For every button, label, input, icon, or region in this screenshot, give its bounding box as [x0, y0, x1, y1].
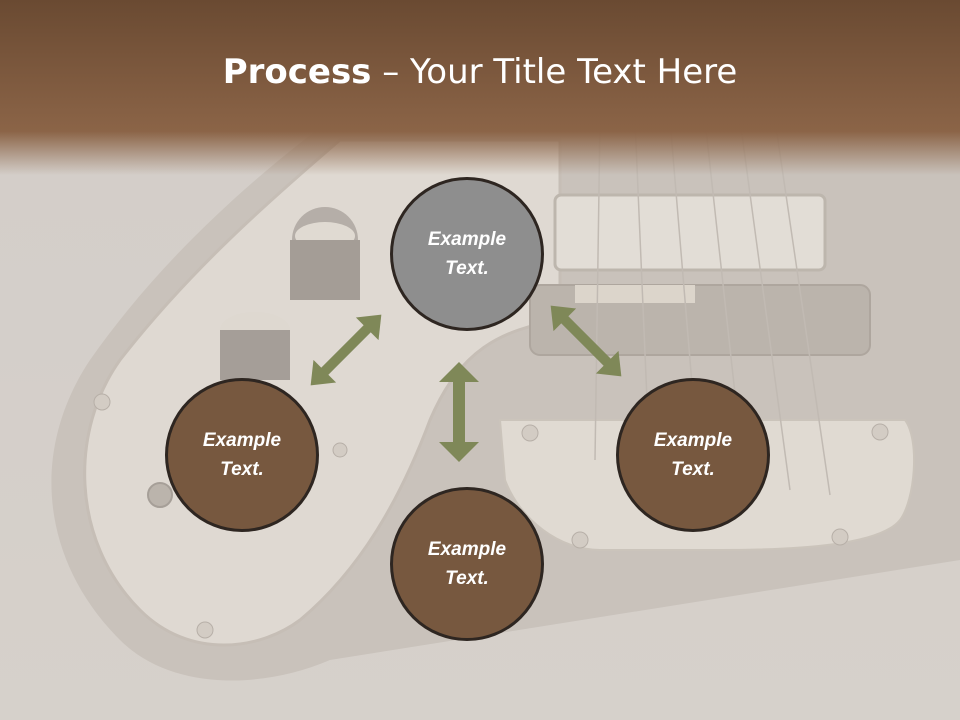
- node-top-line1: Example: [427, 229, 507, 250]
- title-rest: – Your Title Text Here: [371, 52, 738, 92]
- title-bold: Process: [222, 52, 372, 92]
- node-right-line1: Example: [653, 430, 733, 451]
- node-bottom-line2: Text.: [445, 568, 489, 589]
- node-bottom-line1: Example: [427, 539, 507, 560]
- node-top-line2: Text.: [445, 258, 489, 279]
- node-top: Example Text.: [390, 177, 544, 331]
- arrow-vertical: [439, 362, 479, 462]
- slide-title: Process – Your Title Text Here: [0, 52, 960, 92]
- node-right: Example Text.: [616, 378, 770, 532]
- node-right-line2: Text.: [671, 459, 715, 480]
- node-left-line1: Example: [202, 430, 282, 451]
- node-left-line2: Text.: [220, 459, 264, 480]
- node-left: Example Text.: [165, 378, 319, 532]
- arrow-top-left: [310, 314, 382, 386]
- node-bottom: Example Text.: [390, 487, 544, 641]
- arrow-top-right: [550, 305, 622, 377]
